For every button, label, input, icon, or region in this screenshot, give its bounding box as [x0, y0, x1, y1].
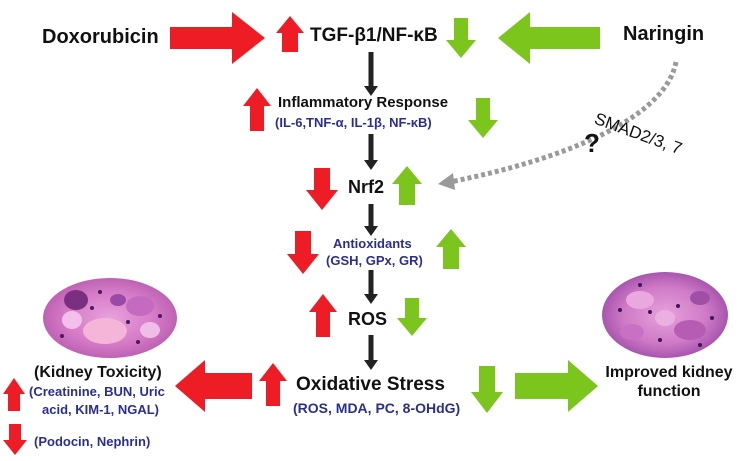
inflammatory-title: Inflammatory Response [278, 94, 449, 111]
doxorubicin-label: Doxorubicin [42, 26, 159, 48]
naringin-arrow [498, 12, 600, 64]
nrf2-node: Nrf2 [348, 177, 385, 197]
tgf-down-arrow [446, 18, 476, 58]
kidney-toxicity-arrow [175, 360, 252, 412]
kidney-up-arrow [3, 378, 25, 411]
oxidative-up-arrow [259, 363, 287, 406]
doxorubicin-arrow [170, 12, 265, 64]
podocyte-down-arrow [3, 424, 27, 455]
tgf-node: TGF-β1/NF-κB [310, 25, 438, 46]
improved-kidney-tissue-image [602, 272, 728, 358]
improved-line1: Improved kidney [605, 364, 733, 381]
inflammatory-up-arrow [243, 88, 271, 131]
podocyte-markers: (Podocin, Nephrin) [34, 434, 151, 449]
question-mark: ? [584, 128, 600, 158]
central-chain [364, 52, 378, 370]
kidney-toxicity-title: (Kidney Toxicity) [34, 364, 162, 381]
inflammatory-markers: (IL-6,TNF-α, IL-1β, NF-κB) [275, 115, 432, 130]
antioxidants-markers: (GSH, GPx, GR) [326, 253, 423, 268]
naringin-label: Naringin [623, 23, 705, 45]
kidney-markers-line2: acid, KIM-1, NGAL) [42, 402, 160, 417]
inflammatory-down-arrow [468, 98, 498, 138]
improved-function-arrow [515, 360, 598, 412]
ros-node: ROS [348, 309, 388, 329]
ros-down-arrow [397, 298, 427, 336]
oxidative-markers: (ROS, MDA, PC, 8-OHdG) [293, 400, 461, 416]
damaged-kidney-tissue-image [43, 278, 177, 358]
improved-line2: function [637, 383, 701, 400]
nrf2-down-arrow [306, 168, 338, 210]
oxidative-title: Oxidative Stress [296, 374, 445, 395]
smad-dotted-arrow [438, 61, 679, 190]
antioxidants-up-arrow [436, 229, 466, 269]
oxidative-down-arrow [471, 366, 503, 413]
ros-up-arrow [309, 294, 337, 337]
antioxidants-down-arrow [287, 231, 319, 274]
tgf-up-arrow [276, 16, 304, 52]
kidney-markers-line1: (Creatinine, BUN, Uric [29, 384, 165, 399]
nrf2-up-arrow [392, 166, 422, 205]
antioxidants-title: Antioxidants [333, 236, 412, 251]
